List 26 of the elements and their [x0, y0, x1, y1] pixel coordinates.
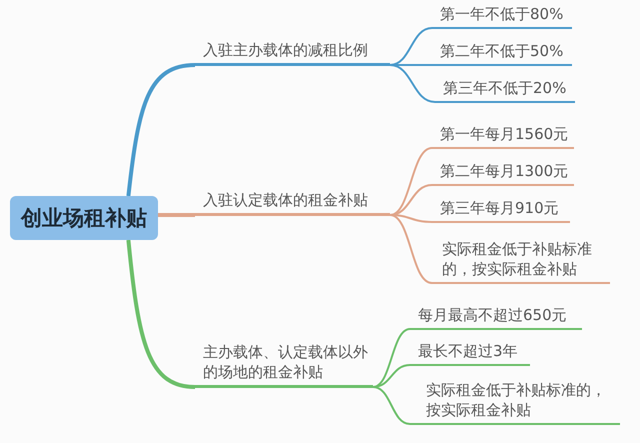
- topic-label: 第一年不低于80%: [432, 5, 572, 29]
- topic-label: 入驻认定载体的租金补贴: [195, 190, 390, 216]
- connector-line: [390, 64, 432, 66]
- connector-line: [372, 386, 410, 425]
- topic-label: 主办载体、认定载体以外的场地的租金补贴: [195, 340, 373, 388]
- connector-line: [126, 240, 196, 389]
- connector-line: [390, 64, 436, 103]
- connector-line: [372, 328, 410, 388]
- topic-label: 入驻主办载体的减租比例: [195, 40, 390, 66]
- topic-label: 第二年不低于50%: [432, 42, 572, 66]
- connector-line: [390, 214, 432, 223]
- topic-label: 第一年每月1560元: [432, 125, 574, 149]
- connector-line: [158, 213, 195, 217]
- topic-label: 实际租金低于补贴标准的，按实际租金补贴: [432, 236, 610, 284]
- topic-label: 每月最高不超过650元: [410, 306, 582, 330]
- topic-label: 第三年每月910元: [432, 199, 570, 223]
- connector-line: [372, 364, 410, 388]
- root-topic: 创业场租补贴: [10, 196, 158, 240]
- topic-label: 实际租金低于补贴标准的，按实际租金补贴: [410, 377, 620, 425]
- connector-line: [390, 214, 432, 284]
- topic-label: 第二年每月1300元: [432, 162, 574, 186]
- connector-line: [390, 27, 432, 66]
- topic-label: 第三年不低于20%: [435, 79, 575, 103]
- connector-line: [390, 147, 432, 216]
- topic-label: 最长不超过3年: [410, 342, 530, 366]
- connector-line: [126, 63, 196, 196]
